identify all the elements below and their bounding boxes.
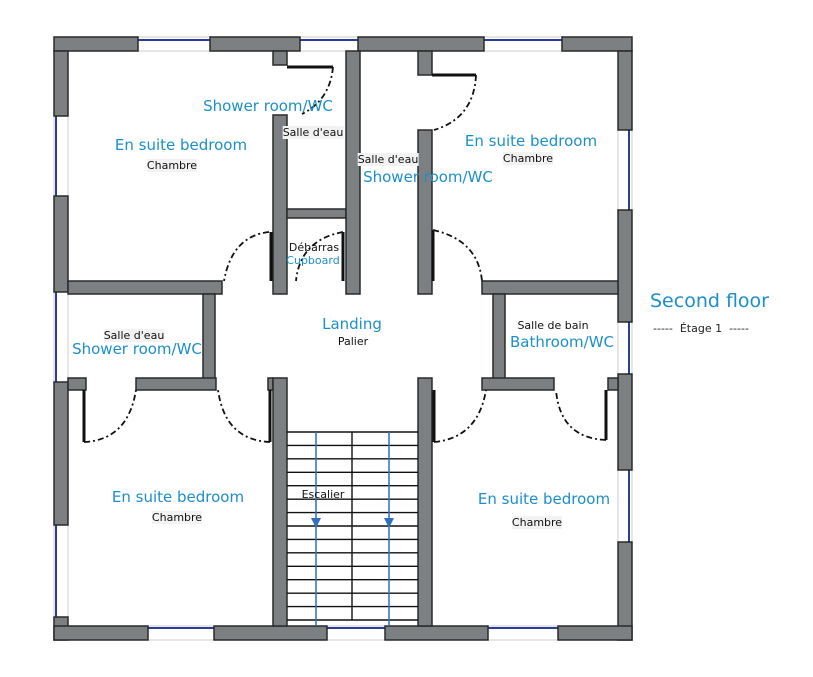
room-label-en: En suite bedroom xyxy=(111,488,245,506)
room-label-en: En suite bedroom xyxy=(114,136,248,154)
room-label-en: Landing xyxy=(322,315,382,333)
room-label-fr: Chambre xyxy=(151,511,203,524)
room-label-en: Shower room/WC xyxy=(72,340,202,358)
room-label-fr: Salle d'eau xyxy=(282,126,344,139)
room-label-en: Shower room/WC xyxy=(203,97,333,115)
staircase xyxy=(287,431,418,626)
room-label-fr: Chambre xyxy=(502,152,554,165)
room-label-en: Cupboard xyxy=(286,254,340,267)
floor-title: Second floor xyxy=(650,290,769,312)
walls xyxy=(53,36,633,641)
room-label-fr: Chambre xyxy=(511,516,563,529)
room-label-en: Shower room/WC xyxy=(363,168,493,186)
room-label-en: En suite bedroom xyxy=(464,132,598,150)
room-label-fr: Salle d'eau xyxy=(103,329,165,342)
room-label-en: Bathroom/WC xyxy=(509,333,615,351)
floor-subtitle: ----- Étage 1 ----- xyxy=(653,322,749,335)
doors xyxy=(82,65,608,443)
arrow-down-icon xyxy=(384,518,394,528)
room-label-fr: Salle d'eau xyxy=(357,153,419,166)
room-label-fr: Salle de bain xyxy=(517,319,589,332)
room-label-fr: Chambre xyxy=(146,159,198,172)
room-label-en: En suite bedroom xyxy=(477,490,611,508)
room-label-fr: Palier xyxy=(337,335,369,348)
room-label-fr: Escalier xyxy=(301,488,345,501)
arrow-down-icon xyxy=(311,518,321,528)
room-label-fr: Débarras xyxy=(288,241,340,254)
